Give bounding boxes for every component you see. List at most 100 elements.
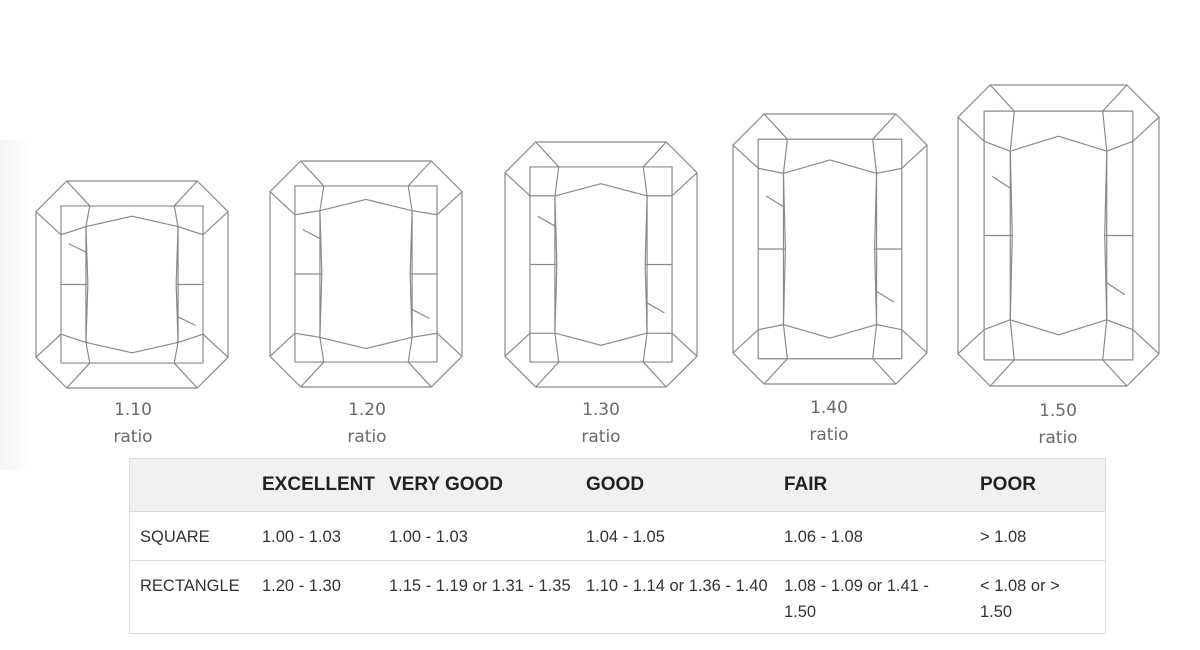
ratio-caption: ratio — [581, 427, 621, 447]
ratio-value: 1.40 — [810, 398, 848, 418]
facet-line — [1102, 359, 1128, 387]
radiant-shape-4 — [732, 113, 928, 385]
header-poor: POOR — [980, 474, 1036, 495]
square-very-good: 1.00 - 1.03 — [389, 528, 468, 546]
facet-line — [269, 332, 296, 357]
facet-line — [269, 191, 296, 216]
facet-line — [177, 316, 196, 326]
facet-line — [202, 333, 229, 358]
table-header-row: EXCELLENT VERY GOOD GOOD FAIR POOR — [130, 459, 1105, 511]
facet-line — [66, 362, 91, 389]
facet-line — [173, 180, 198, 207]
facet-line — [202, 211, 229, 236]
header-very-good: VERY GOOD — [389, 474, 504, 495]
facet-line — [642, 361, 667, 388]
facet-line — [35, 333, 62, 358]
facet-line — [642, 141, 667, 168]
facet-line — [671, 332, 698, 357]
square-fair: 1.06 - 1.08 — [784, 528, 863, 546]
shape-label-1: 1.10 ratio — [63, 397, 203, 451]
facet-line — [732, 329, 759, 354]
facet-line — [872, 113, 897, 140]
facet-line — [436, 191, 463, 216]
facet-line — [957, 116, 985, 142]
crown-facet — [1009, 111, 1108, 152]
radiant-cut-outlines — [35, 84, 1160, 389]
radiant-shape-5 — [957, 84, 1160, 387]
row-label-square: SQUARE — [140, 528, 210, 546]
facet-line — [732, 144, 759, 169]
pavilion-facet — [782, 324, 878, 359]
rectangle-good: 1.10 - 1.14 or 1.36 - 1.40 — [586, 577, 768, 595]
ratio-caption: ratio — [347, 427, 387, 447]
ratio-caption: ratio — [1038, 428, 1078, 448]
facet-line — [1106, 282, 1126, 296]
pavilion-facet — [554, 332, 648, 363]
facet-line — [302, 228, 321, 240]
facet-line — [504, 332, 531, 357]
facet-line — [407, 160, 432, 187]
square-poor: > 1.08 — [980, 528, 1027, 546]
crown-facet — [319, 185, 413, 212]
facet-line — [35, 211, 62, 236]
facet-line — [411, 308, 430, 320]
square-excellent: 1.00 - 1.03 — [262, 528, 341, 546]
facet-line — [66, 180, 91, 207]
left-edge-shade — [0, 140, 30, 470]
rectangle-very-good: 1.15 - 1.19 or 1.31 - 1.35 — [389, 577, 571, 595]
rectangle-excellent: 1.20 - 1.30 — [262, 577, 341, 595]
ratio-caption: ratio — [113, 427, 153, 447]
shape-label-5: 1.50 ratio — [988, 398, 1128, 452]
facet-line — [68, 243, 87, 253]
ratio-grade-table: EXCELLENT VERY GOOD GOOD FAIR POOR SQUAR… — [129, 458, 1106, 634]
facet-line — [407, 361, 432, 388]
facet-line — [535, 141, 560, 168]
facet-line — [300, 361, 325, 388]
facet-line — [876, 290, 895, 303]
facet-line — [646, 302, 665, 314]
crown-facet — [85, 205, 179, 228]
shape-label-3: 1.30 ratio — [531, 397, 671, 451]
facet-line — [300, 160, 325, 187]
facet-line — [173, 362, 198, 389]
header-good: GOOD — [586, 474, 645, 495]
crown-facet — [554, 166, 648, 197]
rectangle-fair: 1.08 - 1.09 or 1.41 - 1.50 — [784, 577, 929, 621]
facet-line — [535, 361, 560, 388]
facet-line — [991, 175, 1011, 189]
facet-line — [989, 84, 1015, 112]
facet-line — [1132, 116, 1160, 142]
shape-label-2: 1.20 ratio — [297, 397, 437, 451]
table-row: RECTANGLE 1.20 - 1.30 1.15 - 1.19 or 1.3… — [130, 560, 1105, 633]
pavilion-facet — [319, 336, 413, 363]
facet-line — [901, 144, 928, 169]
radiant-shape-3 — [504, 141, 698, 388]
ratio-value: 1.30 — [582, 400, 620, 420]
facet-line — [989, 359, 1015, 387]
facet-line — [763, 113, 788, 140]
facet-line — [872, 358, 897, 385]
ratio-value: 1.10 — [114, 400, 152, 420]
radiant-shape-2 — [269, 160, 463, 388]
facet-line — [765, 195, 784, 208]
facet-line — [537, 215, 556, 227]
facet-line — [763, 358, 788, 385]
table-row: SQUARE 1.00 - 1.03 1.00 - 1.03 1.04 - 1.… — [130, 511, 1105, 560]
ratio-value: 1.20 — [348, 400, 386, 420]
facet-line — [1132, 329, 1160, 355]
facet-line — [671, 172, 698, 197]
radiant-shape-1 — [35, 180, 229, 389]
facet-line — [436, 332, 463, 357]
rectangle-poor: < 1.08 or > 1.50 — [980, 577, 1060, 621]
square-good: 1.04 - 1.05 — [586, 528, 665, 546]
facet-line — [957, 329, 985, 355]
facet-line — [901, 329, 928, 354]
shape-label-4: 1.40 ratio — [759, 395, 899, 449]
ratio-caption: ratio — [809, 425, 849, 445]
facet-line — [1102, 84, 1128, 112]
row-label-rectangle: RECTANGLE — [140, 577, 240, 595]
facet-line — [504, 172, 531, 197]
crown-facet — [782, 139, 878, 174]
header-fair: FAIR — [784, 474, 828, 495]
pavilion-facet — [85, 341, 179, 364]
